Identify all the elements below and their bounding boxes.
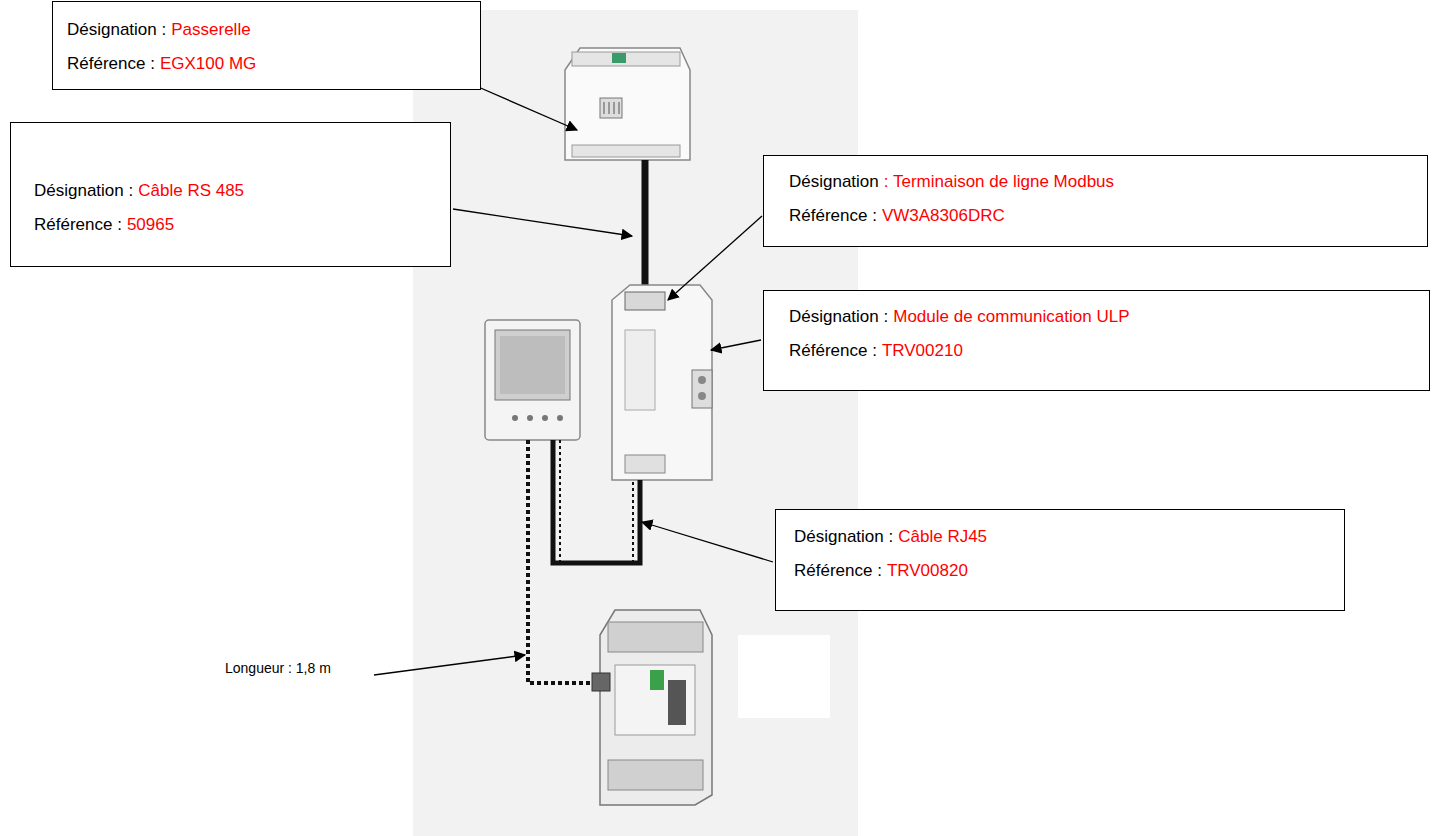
ulp-module [612, 285, 712, 480]
gateway-device [565, 48, 690, 160]
circuit-breaker [592, 610, 712, 805]
callout-box: Désignation : Terminaison de ligne Modbus… [763, 155, 1428, 247]
field-name: Référence : [34, 215, 122, 234]
dotted-cable [632, 480, 634, 563]
callout-box: Désignation : Câble RJ45Référence : TRV008… [775, 509, 1345, 611]
field-name: Désignation : [34, 181, 133, 200]
rs485-cable [642, 160, 649, 300]
field-value: : Terminaison de ligne Modbus [884, 172, 1114, 191]
field-name: Désignation : [67, 20, 166, 39]
field-name: Référence : [67, 54, 155, 73]
field-value: Module de communication ULP [893, 307, 1129, 326]
callout-line: Désignation : Module de communication ULP [789, 307, 1419, 327]
callout-line: Référence : EGX100 MG [67, 54, 470, 74]
callout-line: Référence : TRV00820 [794, 561, 1334, 581]
callout-box: Désignation : Module de communication ULP… [763, 290, 1430, 391]
field-value: TRV00820 [887, 561, 968, 580]
rj45-cable [553, 440, 640, 563]
callout-box: Désignation : Câble RS 485Référence : 5096… [10, 122, 451, 267]
callout-line: Désignation : Câble RS 485 [34, 181, 440, 201]
display-unit [485, 320, 580, 440]
field-name: Désignation : [789, 307, 888, 326]
callout-line: Désignation : Passerelle [67, 20, 470, 40]
callout-line: Désignation : Terminaison de ligne Modbus [789, 172, 1417, 192]
callout-line: Référence : VW3A8306DRC [789, 206, 1417, 226]
dotted-cable [559, 440, 561, 563]
field-name: Référence : [789, 206, 877, 225]
field-name: Désignation : [794, 527, 893, 546]
field-name: Référence : [789, 341, 877, 360]
field-value: EGX100 MG [160, 54, 256, 73]
field-name: Référence : [794, 561, 882, 580]
callout-line: Désignation : Câble RJ45 [794, 527, 1334, 547]
callout-box: Désignation : PasserelleRéférence : EGX100… [52, 1, 481, 90]
dotted-cable [528, 440, 595, 683]
callout-line: Référence : 50965 [34, 215, 440, 235]
field-value: Passerelle [171, 20, 250, 39]
callout-line: Référence : TRV00210 [789, 341, 1419, 361]
field-value: 50965 [127, 215, 174, 234]
dimension-label: Longueur : 1,8 m [225, 660, 331, 676]
background-panel [413, 10, 858, 836]
white-patch [738, 635, 830, 718]
field-name: Désignation [789, 172, 879, 191]
field-value: VW3A8306DRC [882, 206, 1005, 225]
field-value: Câble RS 485 [138, 181, 244, 200]
field-value: TRV00210 [882, 341, 963, 360]
field-value: Câble RJ45 [898, 527, 987, 546]
